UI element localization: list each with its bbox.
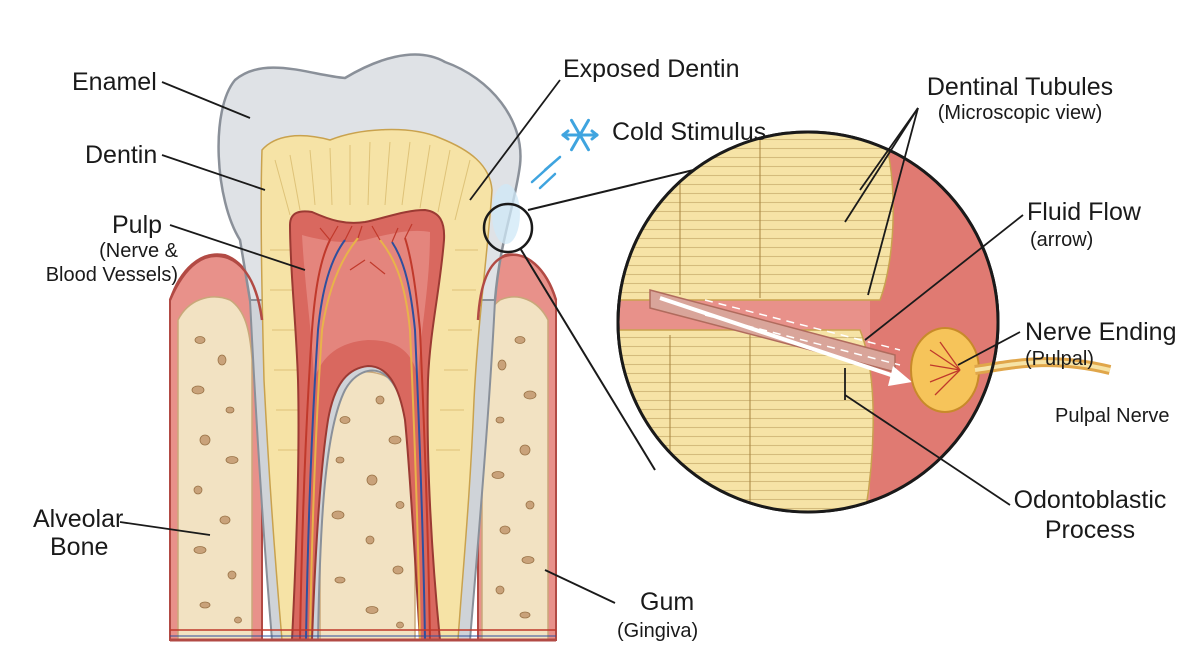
exposed-dentin-area <box>482 184 534 254</box>
label-exposed-dentin: Exposed Dentin <box>563 55 740 83</box>
tooth <box>217 53 522 641</box>
label-nerve-ending-sub: (Pulpal) <box>1025 348 1094 370</box>
label-dentinal-tubules-sub: (Microscopic view) <box>937 102 1103 124</box>
gum-margin <box>168 253 558 642</box>
label-dentinal-tubules: Dentinal Tubules <box>926 73 1114 101</box>
label-fluid-flow: Fluid Flow <box>1027 198 1141 226</box>
cold-stimulus-lines <box>530 155 562 190</box>
snowflake-icon <box>561 118 599 152</box>
leader-lines <box>119 79 1024 604</box>
label-odontoblastic-1: Odontoblastic <box>1013 486 1167 514</box>
label-pulp-sub-2: Blood Vessels) <box>45 264 178 286</box>
label-odontoblastic-2: Process <box>1044 516 1136 544</box>
label-gum: Gum <box>640 588 695 616</box>
label-pulpal-nerve: Pulpal Nerve <box>1055 405 1170 427</box>
label-cold-stimulus: Cold Stimulus <box>612 118 767 146</box>
label-alveolar-2: Bone <box>50 533 109 561</box>
label-fluid-flow-sub: (arrow) <box>1030 229 1094 251</box>
label-nerve-ending: Nerve Ending <box>1025 318 1177 346</box>
label-enamel: Enamel <box>72 68 157 96</box>
label-pulp: Pulp <box>112 211 163 239</box>
label-gum-sub: (Gingiva) <box>617 620 699 642</box>
label-alveolar-1: Alveolar <box>33 505 124 533</box>
label-pulp-sub-1: (Nerve & <box>99 240 178 262</box>
label-dentin: Dentin <box>85 141 158 169</box>
